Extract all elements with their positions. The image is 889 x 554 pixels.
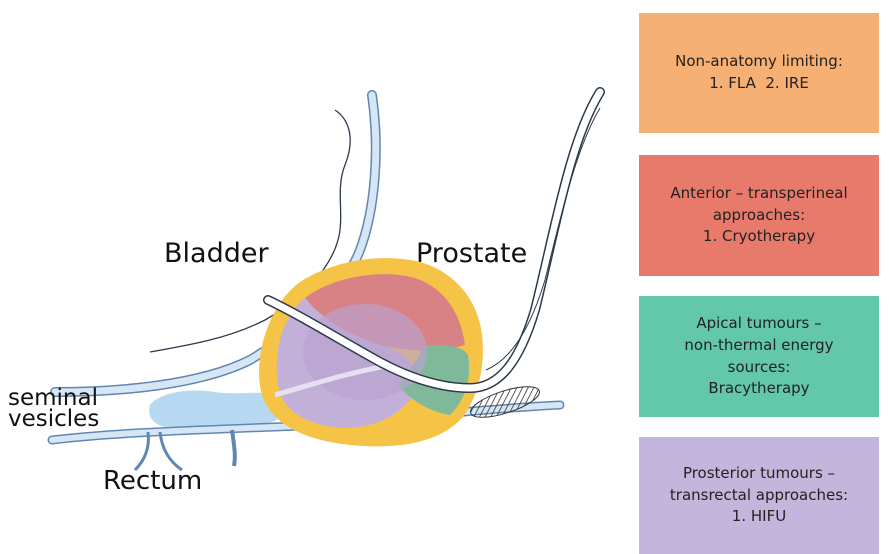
legend-posterior-tumours: Prosterior tumours – transrectal approac…	[639, 437, 879, 554]
legend-line: 1. Cryotherapy	[670, 226, 847, 248]
legend-anterior-transperineal: Anterior – transperineal approaches: 1. …	[639, 155, 879, 276]
legend-line: Bracytherapy	[684, 378, 833, 400]
prostate-label: Prostate	[416, 240, 527, 267]
legend-line: Anterior – transperineal	[670, 183, 847, 205]
prostate-anatomy-diagram	[0, 0, 620, 554]
rectum-fold-1	[135, 432, 182, 470]
rectum-label: Rectum	[103, 468, 202, 494]
legend-line: approaches:	[670, 205, 847, 227]
legend-apical-tumours: Apical tumours – non-thermal energy sour…	[639, 296, 879, 417]
seminal-vesicles-label-line2: vesicles	[8, 409, 99, 430]
legend-line: transrectal approaches:	[670, 485, 848, 507]
legend-line: Prosterior tumours –	[670, 463, 848, 485]
legend-line: 1. FLA 2. IRE	[675, 73, 843, 95]
legend-non-anatomy-limiting: Non-anatomy limiting: 1. FLA 2. IRE	[639, 13, 879, 133]
legend-line: Apical tumours –	[684, 313, 833, 335]
legend-line: 1. HIFU	[670, 506, 848, 528]
seminal-vesicles-label: seminal vesicles	[8, 388, 99, 429]
legend-line: non-thermal energy	[684, 335, 833, 357]
legend-line: Non-anatomy limiting:	[675, 51, 843, 73]
bladder-label: Bladder	[164, 240, 269, 267]
rectum-fold-2	[232, 430, 235, 466]
legend-line: sources:	[684, 357, 833, 379]
